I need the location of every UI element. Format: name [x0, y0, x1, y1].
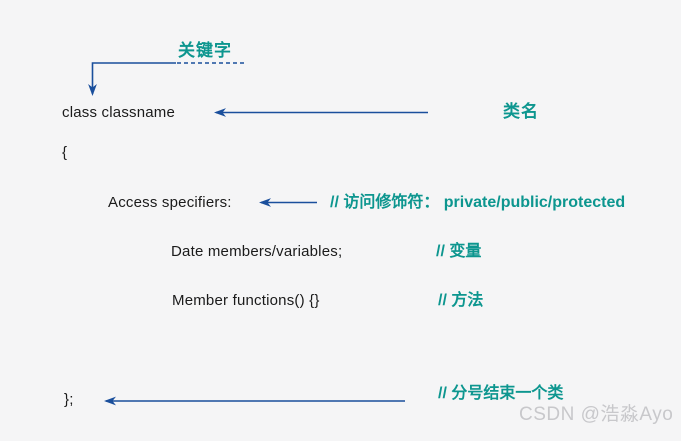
code-close-brace: };	[64, 391, 74, 408]
csdn-watermark: CSDN @浩淼Ayo	[519, 404, 674, 425]
keyword-label: 关键字	[178, 41, 232, 60]
code-member-functions: Member functions() {}	[172, 292, 320, 309]
code-access-specifiers: Access specifiers:	[108, 194, 232, 211]
member-functions-comment: // 方法	[438, 292, 484, 309]
data-members-comment: // 变量	[436, 243, 482, 260]
class-name-label: 类名	[503, 102, 539, 121]
code-data-members: Date members/variables;	[171, 243, 343, 260]
code-class-declaration: class classname	[62, 104, 176, 121]
close-brace-comment: // 分号结束一个类	[438, 385, 564, 402]
keyword-pointer-arrow	[88, 62, 176, 96]
code-open-brace: {	[62, 144, 68, 161]
access-specifiers-comment: // 访问修饰符： private/public/protected	[330, 194, 626, 211]
